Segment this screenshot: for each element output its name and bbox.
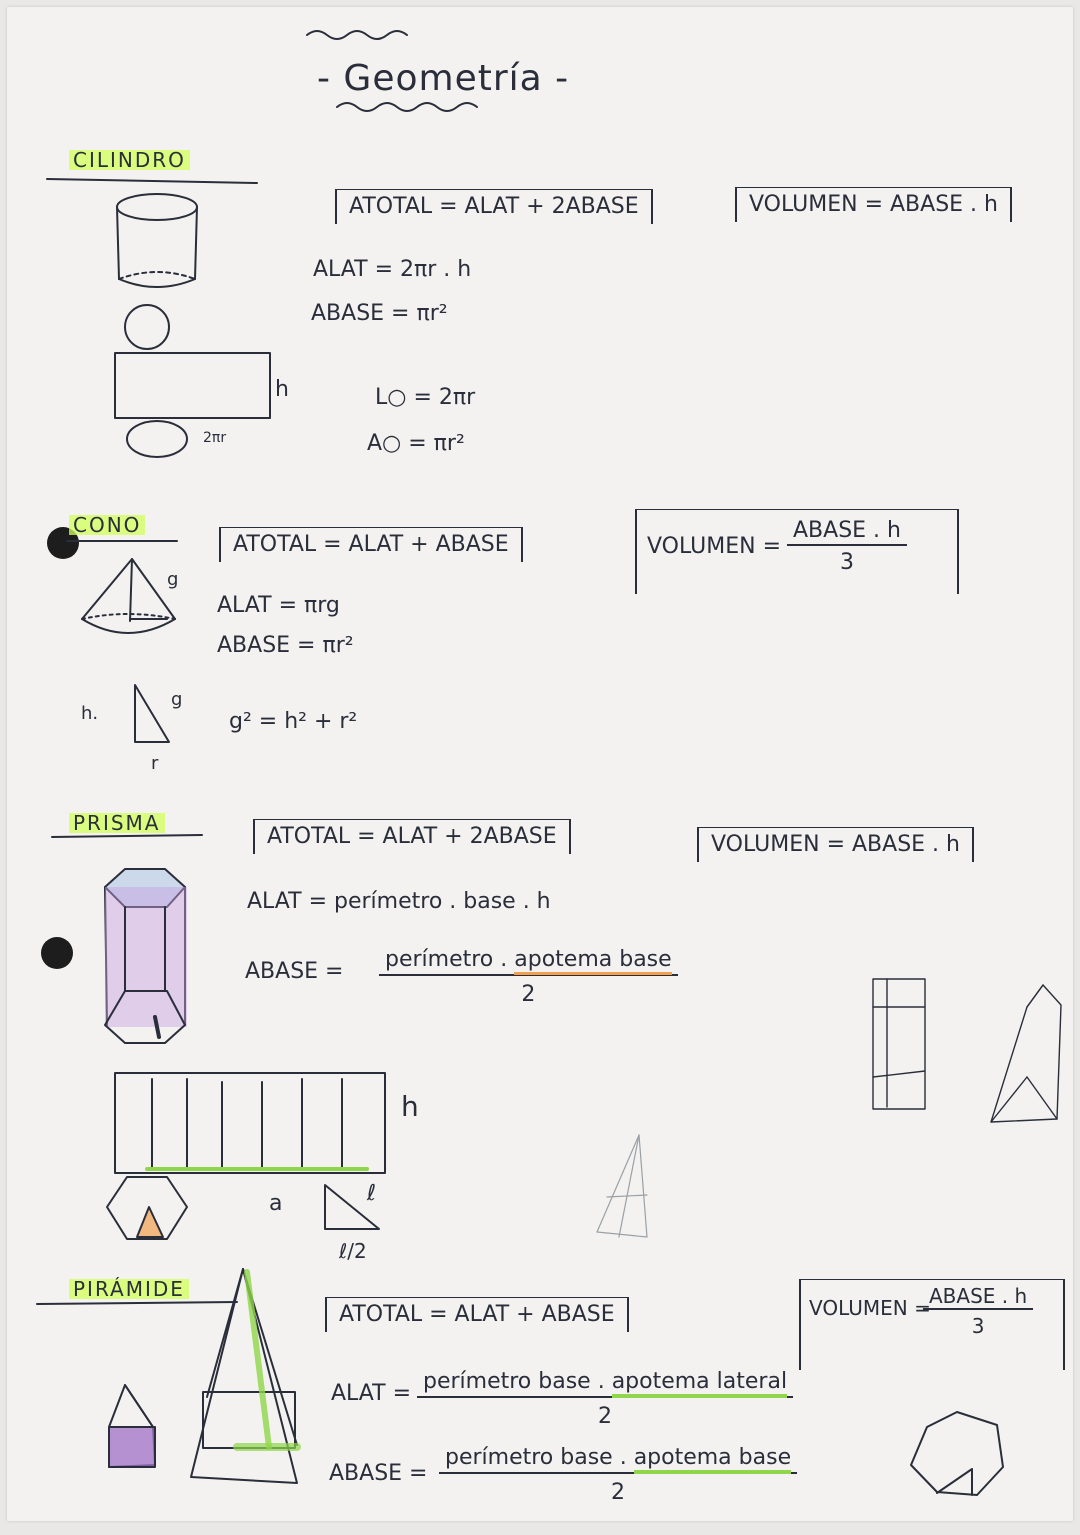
perimeter-base-term: perímetro base . <box>445 1445 634 1470</box>
perimeter-term: perímetro . <box>385 947 515 972</box>
piramide-lateral-area-denominator: 2 <box>598 1404 613 1429</box>
cone-triangle-sketch <box>134 684 170 743</box>
hexagon-base-sketch <box>910 1411 1004 1496</box>
piramide-heading: PIRÁMIDE <box>69 1279 189 1299</box>
apothem-l-label: ℓ <box>367 1181 377 1206</box>
piramide-volume-numerator: ABASE . h <box>923 1286 1034 1310</box>
prisma-base-area-denominator: 2 <box>521 982 536 1007</box>
cone-sketch <box>81 558 176 634</box>
cone-triangle-h-label: h. <box>81 703 99 724</box>
cilindro-base-area: ABASE = πr² <box>311 301 448 326</box>
tall-pyramid-sketch <box>990 984 1062 1123</box>
perimeter-base-term: perímetro base . <box>423 1369 612 1394</box>
notebook-page: - Geometría - CILINDRO ATOTAL = ALAT + 2… <box>7 7 1073 1521</box>
cylinder-net-sketch <box>114 304 271 458</box>
cono-heading: CONO <box>69 515 146 535</box>
cilindro-rule <box>46 178 258 184</box>
cono-volume-fraction: ABASE . h 3 <box>787 520 907 574</box>
title-squiggle-bottom <box>336 102 478 112</box>
cilindro-volume: VOLUMEN = ABASE . h <box>735 187 1012 222</box>
piramide-lateral-area-numerator: perímetro base . apotema lateral <box>417 1369 794 1398</box>
piramide-total-area: ATOTAL = ALAT + ABASE <box>325 1297 629 1332</box>
piramide-volume-denominator: 3 <box>971 1314 985 1338</box>
piramide-lateral-area-fraction: perímetro base . apotema lateral 2 <box>417 1369 794 1429</box>
prisma-rule <box>51 834 203 838</box>
apothem-l2-label: ℓ/2 <box>339 1239 367 1263</box>
cilindro-circle-area: A○ = πr² <box>367 431 465 456</box>
apotema-base-term: apotema base <box>514 947 672 975</box>
piramide-base-area-fraction: perímetro base . apotema base 2 <box>439 1445 798 1505</box>
prisma-base-area-numerator: perímetro . apotema base <box>379 947 678 976</box>
apotema-base-term: apotema base <box>633 1445 792 1474</box>
cilindro-total-area: ATOTAL = ALAT + 2ABASE <box>335 189 653 224</box>
prism-net-h-label: h <box>401 1090 419 1123</box>
cone-triangle-g-label: g <box>171 689 183 710</box>
cone-triangle-r-label: r <box>151 753 159 774</box>
piramide-volume-box: VOLUMEN = ABASE . h 3 <box>799 1279 1065 1370</box>
cono-volume-label: VOLUMEN = <box>647 534 782 559</box>
cone-g-label: g <box>167 569 179 590</box>
prisma-base-area-fraction: perímetro . apotema base 2 <box>379 947 678 1007</box>
cilindro-lateral-area: ALAT = 2πr . h <box>313 257 472 282</box>
cylinder-net-2pir-label: 2πr <box>203 430 227 446</box>
piramide-volume-fraction: ABASE . h 3 <box>923 1286 1034 1338</box>
prisma-base-area-label: ABASE = <box>245 959 344 984</box>
apothem-a-label: a <box>269 1191 283 1216</box>
hexagonal-prism-sketch <box>104 868 187 1044</box>
prisma-volume: VOLUMEN = ABASE . h <box>697 827 974 862</box>
small-purple-pyramid-sketch <box>108 1384 156 1468</box>
pencil-pyramid-sketch <box>596 1134 648 1238</box>
cylinder-net-h-label: h <box>275 377 289 402</box>
cilindro-circumference: L○ = 2πr <box>375 385 476 410</box>
cono-volume-numerator: ABASE . h <box>787 520 907 546</box>
large-pyramid-sketch <box>190 1268 301 1484</box>
prisma-total-area: ATOTAL = ALAT + 2ABASE <box>253 819 571 854</box>
title-squiggle-top <box>306 30 408 40</box>
piramide-base-area-numerator: perímetro base . apotema base <box>439 1445 798 1474</box>
cono-lateral-area: ALAT = πrg <box>217 593 340 618</box>
prism-lateral-net-sketch <box>114 1072 386 1174</box>
cono-volume-box: VOLUMEN = ABASE . h 3 <box>635 509 959 594</box>
cylinder-3d-sketch <box>116 193 198 288</box>
piramide-volume-label: VOLUMEN = <box>809 1296 931 1320</box>
prisma-heading: PRISMA <box>69 813 165 833</box>
cono-total-area: ATOTAL = ALAT + ABASE <box>219 527 523 562</box>
piramide-base-area-denominator: 2 <box>611 1480 626 1505</box>
cilindro-heading: CILINDRO <box>69 150 190 170</box>
page-title: - Geometría - <box>317 58 570 99</box>
cono-volume-denominator: 3 <box>839 550 854 575</box>
hexagon-apothem-sketch <box>106 1176 188 1240</box>
sketches-layer <box>36 30 1062 1496</box>
prisma-lateral-area: ALAT = perímetro . base . h <box>247 889 551 914</box>
punch-hole-bottom <box>41 937 73 969</box>
piramide-lateral-area-label: ALAT = <box>331 1381 412 1406</box>
cono-base-area: ABASE = πr² <box>217 633 354 658</box>
cono-pythagoras: g² = h² + r² <box>229 709 358 734</box>
apotema-lateral-term: apotema lateral <box>611 1369 788 1398</box>
box-prism-sketch <box>872 978 926 1110</box>
apothem-triangle-sketch <box>324 1184 380 1230</box>
piramide-base-area-label: ABASE = <box>329 1461 428 1486</box>
piramide-rule <box>36 1301 238 1305</box>
